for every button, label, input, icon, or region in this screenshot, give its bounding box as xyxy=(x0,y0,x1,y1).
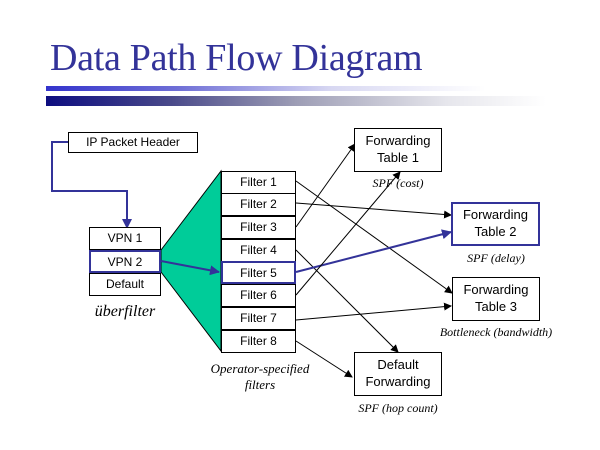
filter-6-cell[interactable]: Filter 6 xyxy=(221,284,296,307)
filter-7-cell[interactable]: Filter 7 xyxy=(221,307,296,330)
ft1-caption: SPF (cost) xyxy=(372,176,424,190)
header-to-vpn-arrow xyxy=(51,141,132,229)
ft3-line2: Table 3 xyxy=(475,299,517,314)
forwarding-table-1-box[interactable]: Forwarding Table 1 xyxy=(354,128,442,172)
filter-2-cell[interactable]: Filter 2 xyxy=(221,193,296,216)
default-caption: SPF (hop count) xyxy=(358,401,438,415)
default-line2: Forwarding xyxy=(365,374,431,389)
filter-5-cell[interactable]: Filter 5 xyxy=(221,261,296,284)
filter-1-cell[interactable]: Filter 1 xyxy=(221,171,296,194)
vpn2-to-filter5-arrow xyxy=(160,260,220,276)
connection-filter2-ft2 xyxy=(295,202,452,219)
ft3-caption: Bottleneck (bandwidth) xyxy=(439,325,553,339)
filter-4-cell[interactable]: Filter 4 xyxy=(221,239,296,262)
ft2-caption: SPF (delay) xyxy=(467,251,525,265)
connection-filter7-ft3 xyxy=(295,302,452,321)
ft1-line1: Forwarding xyxy=(365,133,431,148)
default-forwarding-box[interactable]: Default Forwarding xyxy=(354,352,442,396)
filter-8-cell[interactable]: Filter 8 xyxy=(221,330,296,353)
vpn-1-cell[interactable]: VPN 1 xyxy=(89,227,161,250)
filters-label-line2: filters xyxy=(244,377,276,392)
title-underline-thick xyxy=(46,96,546,106)
filter-3-cell[interactable]: Filter 3 xyxy=(221,216,296,239)
ft3-line1: Forwarding xyxy=(463,282,529,297)
ip-packet-header-box[interactable]: IP Packet Header xyxy=(68,132,198,153)
connection-filter8-default xyxy=(295,340,353,378)
connection-filter4-default xyxy=(295,249,399,353)
ft2-line1: Forwarding xyxy=(462,207,529,222)
uberfilter-label: überfilter xyxy=(94,303,156,320)
connection-filter5-ft2 xyxy=(295,229,452,273)
ft1-line2: Table 1 xyxy=(377,150,419,165)
forwarding-table-2-box[interactable]: Forwarding Table 2 xyxy=(451,202,540,246)
uberfilter-wedge xyxy=(160,169,222,353)
forwarding-table-3-box[interactable]: Forwarding Table 3 xyxy=(452,277,540,321)
ft2-line2: Table 2 xyxy=(474,224,517,239)
vpn-2-cell[interactable]: VPN 2 xyxy=(89,250,161,273)
default-line1: Default xyxy=(377,357,419,372)
default-vpn-cell[interactable]: Default xyxy=(89,273,161,296)
filters-label-line1: Operator-specified xyxy=(210,361,310,376)
connection-filter1-ft3 xyxy=(295,180,453,294)
title-underline-thin xyxy=(46,86,486,91)
page-title: Data Path Flow Diagram xyxy=(50,37,423,79)
connection-filter3-ft1 xyxy=(295,143,356,228)
connection-filter6-ft1 xyxy=(295,171,401,296)
